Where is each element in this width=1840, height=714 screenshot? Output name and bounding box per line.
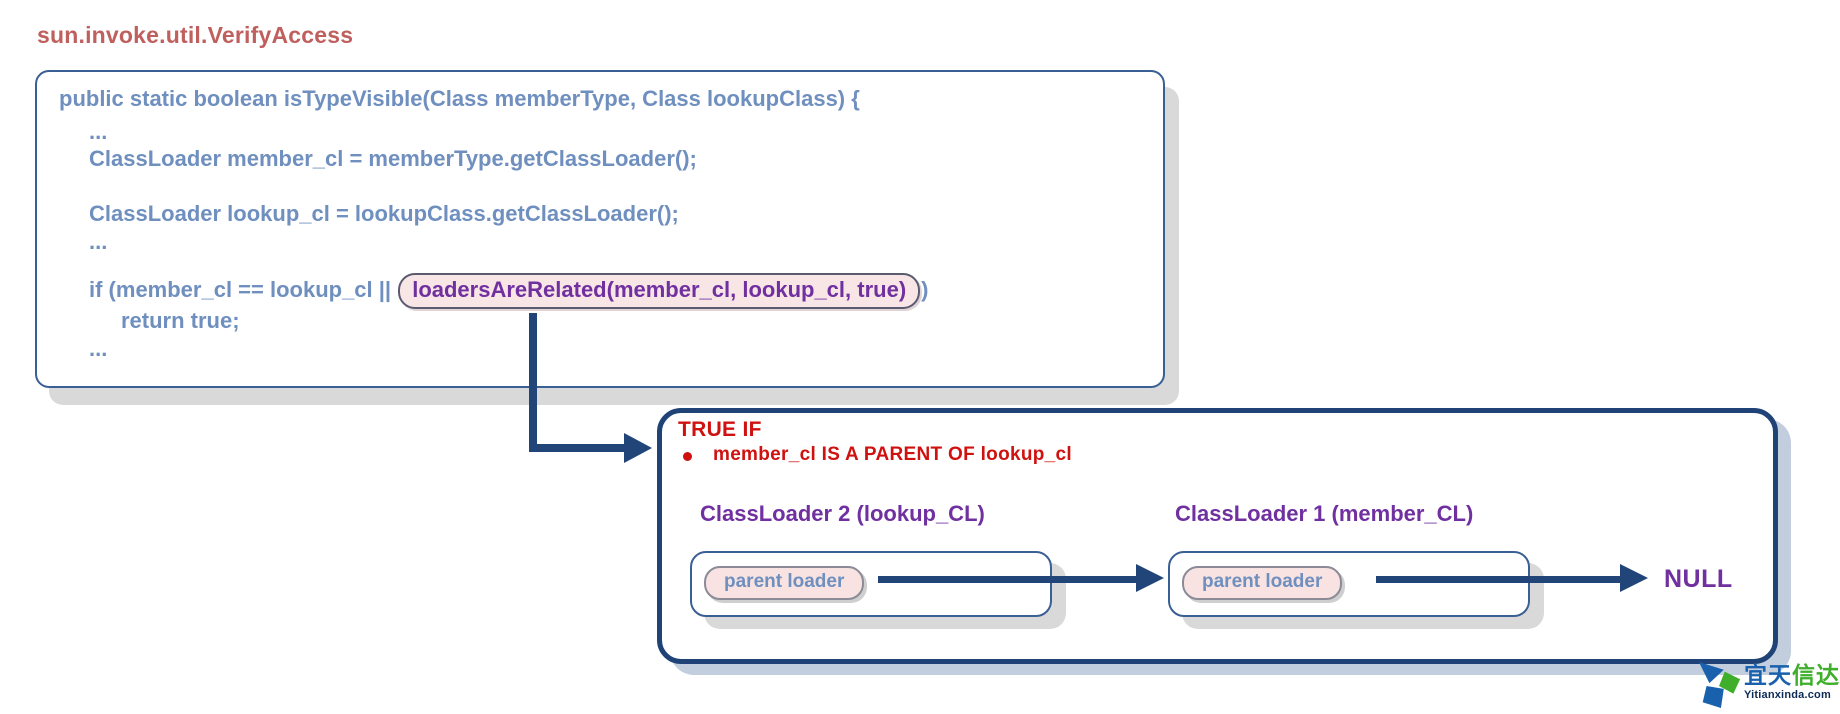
if-prefix: if (member_cl == lookup_cl ||	[89, 277, 398, 302]
parent-arrow-line-2	[1376, 576, 1622, 583]
bullet-icon	[683, 452, 692, 461]
parent-arrowhead-2-icon	[1620, 564, 1648, 592]
true-if-panel	[657, 408, 1778, 664]
if-suffix: )	[921, 277, 929, 302]
parent-loader-slot: parent loader	[1182, 566, 1343, 600]
classloader-1-box: parent loader	[1168, 551, 1530, 617]
watermark-cn-name: 宜天信达	[1744, 664, 1840, 687]
code-line-ellipsis: ...	[89, 119, 108, 144]
code-line-ellipsis: ...	[89, 229, 108, 254]
parent-arrow-line-1	[878, 576, 1138, 583]
classloader-2-title: ClassLoader 2 (lookup_CL)	[700, 501, 985, 526]
watermark: 宜天信达 Yitianxinda.com	[1696, 660, 1840, 712]
classloader-1-title: ClassLoader 1 (member_CL)	[1175, 501, 1474, 526]
connector-arrowhead-icon	[624, 433, 652, 463]
watermark-text: 宜天信达 Yitianxinda.com	[1744, 660, 1840, 701]
watermark-cn-blue: 宜天	[1744, 662, 1792, 688]
code-line-signature: public static boolean isTypeVisible(Clas…	[59, 86, 860, 111]
parent-arrowhead-1-icon	[1136, 564, 1164, 592]
connector-vertical-line	[529, 313, 537, 452]
null-terminal-label: NULL	[1664, 565, 1733, 593]
page-title: sun.invoke.util.VerifyAccess	[37, 22, 354, 48]
parent-loader-slot: parent loader	[704, 566, 865, 600]
code-box: public static boolean isTypeVisible(Clas…	[35, 70, 1165, 388]
code-line-ellipsis: ...	[89, 336, 108, 361]
panel-heading: TRUE IF	[678, 418, 762, 441]
loaders-are-related-highlight: loadersAreRelated(member_cl, lookup_cl, …	[398, 273, 921, 309]
code-line-member-cl: ClassLoader member_cl = memberType.getCl…	[89, 146, 697, 171]
connector-horizontal-line	[529, 444, 626, 452]
classloader-2-box: parent loader	[690, 551, 1052, 617]
code-line-lookup-cl: ClassLoader lookup_cl = lookupClass.getC…	[89, 201, 679, 226]
watermark-domain: Yitianxinda.com	[1744, 689, 1831, 701]
panel-bullet-text: member_cl IS A PARENT OF lookup_cl	[713, 444, 1072, 465]
watermark-cn-green: 信达	[1792, 662, 1840, 688]
code-line-if-statement: if (member_cl == lookup_cl || loadersAre…	[89, 273, 929, 309]
yitianxinda-logo-icon	[1698, 662, 1741, 709]
code-line-return-true: return true;	[121, 308, 240, 333]
